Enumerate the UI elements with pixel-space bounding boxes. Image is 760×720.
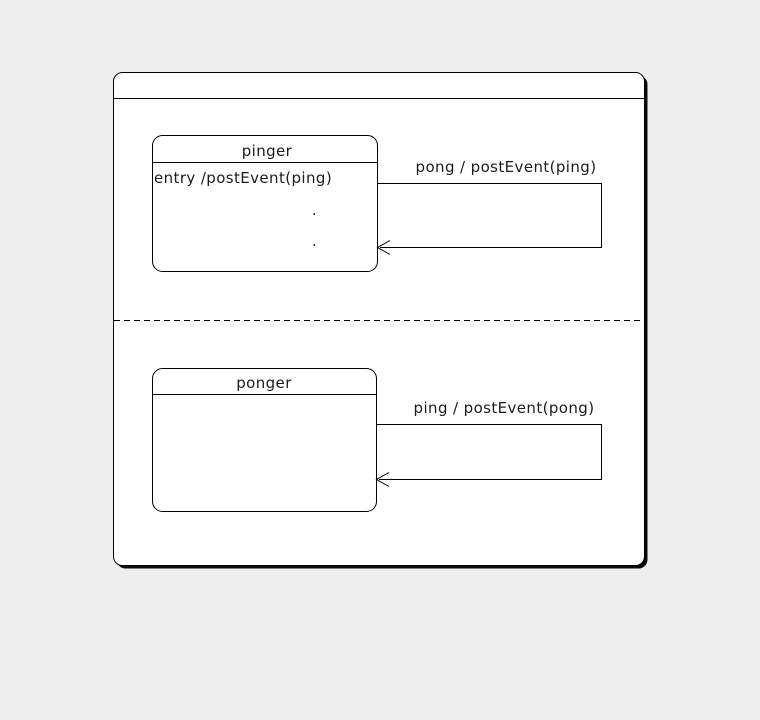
state-pinger: pinger entry /postEvent(ping) . . — [152, 135, 378, 272]
state-ponger-box — [152, 368, 377, 512]
transition-ponger-label: ping / postEvent(pong) — [414, 399, 595, 417]
transition-ponger-self: ping / postEvent(pong) — [375, 399, 602, 487]
ellipsis-dot: . — [312, 232, 317, 250]
state-ponger: ponger — [152, 368, 377, 512]
ellipsis-dot: . — [312, 201, 317, 219]
transition-pinger-label: pong / postEvent(ping) — [416, 158, 597, 176]
state-pinger-entry-action: entry /postEvent(ping) — [154, 169, 332, 187]
state-pinger-box — [152, 135, 378, 272]
arrowhead-icon — [375, 472, 390, 487]
state-ponger-name: ponger — [236, 374, 292, 392]
arrowhead-icon — [376, 240, 391, 255]
transition-pinger-path — [377, 183, 602, 248]
transition-pinger-self: pong / postEvent(ping) — [376, 158, 602, 255]
state-pinger-name: pinger — [242, 142, 293, 160]
transition-ponger-path — [376, 424, 602, 480]
